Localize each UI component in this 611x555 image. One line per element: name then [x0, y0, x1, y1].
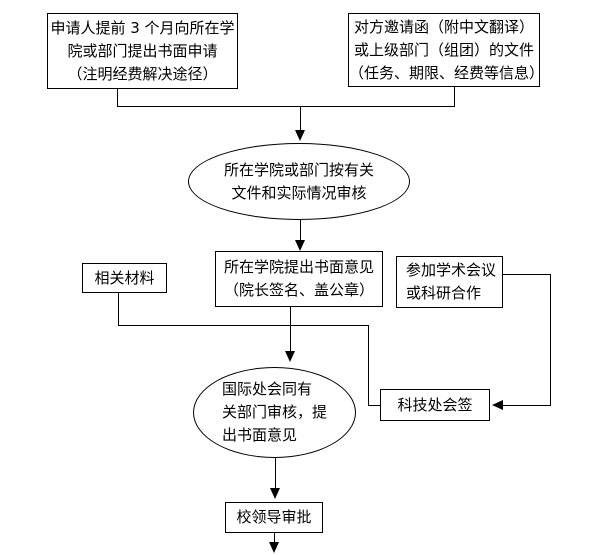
node-related-materials-label: 相关材料 — [94, 268, 155, 287]
node-applicant-request-label: 申请人提前 3 个月向所在学 院或部门提出书面申请 （注明经费解决途径） — [50, 18, 235, 83]
connector-line — [454, 86, 455, 107]
arrow-down-icon — [285, 351, 295, 362]
node-college-review-label: 所在学院或部门按有关 文件和实际情况审核 — [223, 160, 374, 202]
connector-line — [290, 307, 291, 352]
arrow-down-icon — [269, 542, 279, 553]
node-applicant-request: 申请人提前 3 个月向所在学 院或部门提出书面申请 （注明经费解决途径） — [47, 13, 238, 89]
node-college-opinion-label: 所在学院提出书面意见 （院长签名、盖公章） — [223, 258, 374, 299]
connector-line — [300, 107, 301, 131]
node-leader-approval-label: 校领导审批 — [236, 508, 312, 526]
node-sci-tech-countersign: 科技处会签 — [380, 389, 490, 421]
connector-line — [117, 88, 118, 107]
connector-line — [368, 405, 380, 406]
connector-line — [550, 274, 551, 406]
node-conference: 参加学术会议 或科研合作 — [396, 256, 503, 308]
node-invitation-docs: 对方邀请函（附中文翻译） 或上级部门（组团）的文件 （任务、期限、经费等信息） — [348, 13, 545, 87]
connector-line — [300, 220, 301, 241]
arrow-down-icon — [295, 130, 305, 141]
connector-line — [274, 533, 275, 543]
arrow-down-icon — [270, 488, 280, 499]
connector-line — [118, 293, 119, 326]
connector-line — [368, 325, 369, 406]
connector-line — [118, 325, 369, 326]
node-college-opinion: 所在学院提出书面意见 （院长签名、盖公章） — [215, 251, 383, 307]
node-leader-approval: 校领导审批 — [225, 502, 323, 533]
node-related-materials: 相关材料 — [82, 263, 167, 293]
connector-line — [503, 405, 551, 406]
node-conference-label: 参加学术会议 或科研合作 — [406, 261, 497, 302]
connector-line — [117, 106, 455, 107]
connector-line — [275, 458, 276, 489]
arrow-down-icon — [295, 240, 305, 251]
node-intl-office-review: 国际处会同有 关部门审核，提 出书面意见 — [193, 367, 356, 458]
node-sci-tech-countersign-label: 科技处会签 — [397, 395, 473, 414]
node-college-review: 所在学院或部门按有关 文件和实际情况审核 — [188, 143, 410, 220]
node-invitation-docs-label: 对方邀请函（附中文翻译） 或上级部门（组团）的文件 （任务、期限、经费等信息） — [349, 17, 545, 82]
arrow-left-icon — [492, 400, 503, 410]
connector-line — [503, 274, 550, 275]
node-intl-office-review-label: 国际处会同有 关部门审核，提 出书面意见 — [221, 380, 327, 444]
